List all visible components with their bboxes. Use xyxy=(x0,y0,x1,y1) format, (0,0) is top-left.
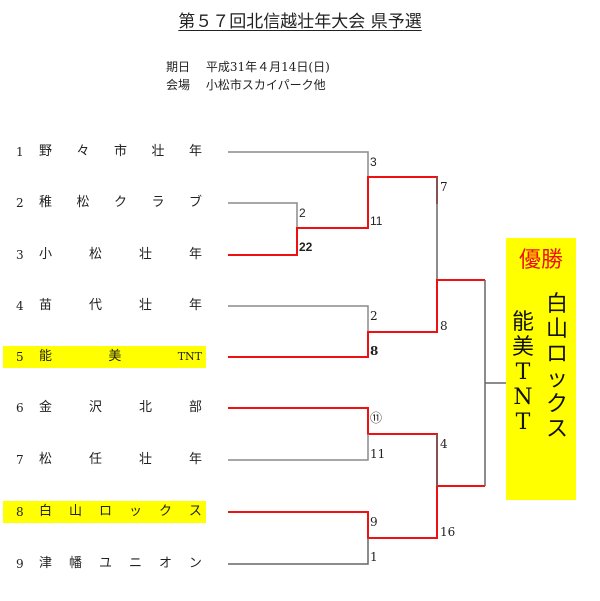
score-r2d-team9: 1 xyxy=(370,550,378,564)
team-name: 津幡ユニオン xyxy=(39,556,202,571)
team-number: 1 xyxy=(16,145,24,159)
score-r2c-team7: 11 xyxy=(370,447,386,461)
score-r2c-team6: ⑪ xyxy=(370,411,383,425)
team-row: 3 小松壮年 xyxy=(3,244,206,266)
team-row: 2 稚松クラブ xyxy=(3,192,206,214)
venue-value: 小松市スカイパーク他 xyxy=(205,78,326,92)
score-r2d-team8: 9 xyxy=(370,515,378,529)
score-sf1-top: 7 xyxy=(440,180,448,194)
score-r2a-team3: 11 xyxy=(370,214,383,228)
team-name: 苗代壮年 xyxy=(39,298,202,313)
page-title: 第５７回北信越壮年大会 県予選 xyxy=(178,12,422,32)
date-row: 期日 平成31年４月14日(日) xyxy=(166,58,330,75)
team-row: 1 野々市壮年 xyxy=(3,141,206,163)
team-row: 9 津幡ユニオン xyxy=(3,553,206,575)
score-r1-team2: 2 xyxy=(299,206,306,220)
score-r2b-team4: 2 xyxy=(370,309,378,323)
team-name: 小松壮年 xyxy=(39,247,202,262)
score-sf2-bottom: 16 xyxy=(440,525,456,539)
champion-name: 白山ロックス xyxy=(545,292,568,442)
team-row: 7 松任壮年 xyxy=(3,449,206,471)
team-number: 6 xyxy=(16,401,24,415)
team-row: 6 金沢北部 xyxy=(3,397,206,419)
score-sf1-bottom: 8 xyxy=(440,319,448,333)
champion-label: 優勝 xyxy=(518,248,563,273)
team-name: 金沢北部 xyxy=(39,400,202,415)
team-name: 稚松クラブ xyxy=(39,195,202,210)
score-r2b-team5: 8 xyxy=(370,344,379,358)
score-r2a-team1: 3 xyxy=(370,155,377,169)
team-name: 白山ロックス xyxy=(39,504,202,519)
team-number: 7 xyxy=(16,453,24,467)
team-number: 4 xyxy=(16,299,24,313)
team-row: 4 苗代壮年 xyxy=(3,295,206,317)
team-number: 2 xyxy=(16,196,24,210)
team-number: 9 xyxy=(16,557,24,571)
team-number: 8 xyxy=(16,505,24,519)
score-sf2-top: 4 xyxy=(440,437,448,451)
team-name: 松任壮年 xyxy=(39,452,202,467)
venue-label: 会場 xyxy=(166,78,191,92)
venue-row: 会場 小松市スカイパーク他 xyxy=(166,76,326,93)
team-number: 5 xyxy=(16,350,24,364)
team-row: 8 白山ロックス xyxy=(3,501,206,523)
date-label: 期日 xyxy=(166,60,191,74)
score-r1-team3: 22 xyxy=(299,240,313,254)
team-name: 野々市壮年 xyxy=(39,144,202,159)
date-value: 平成31年４月14日(日) xyxy=(205,60,330,74)
team-number: 3 xyxy=(16,248,24,262)
